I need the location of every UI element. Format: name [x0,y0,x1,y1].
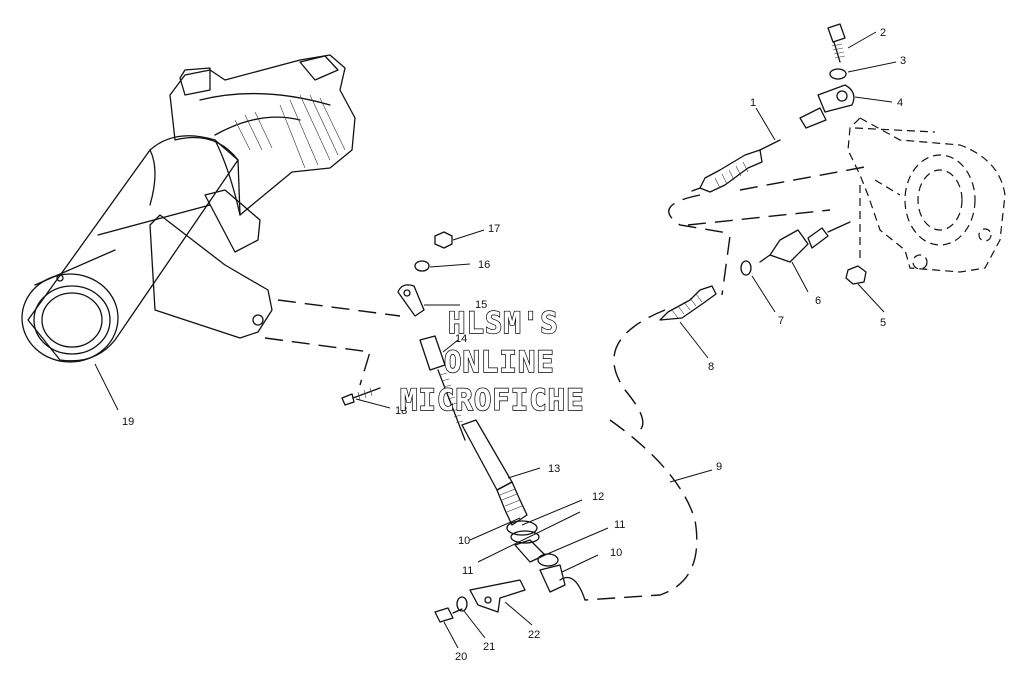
throttle-cable-upper [659,23,867,321]
watermark-line-1: HLSM'S [448,306,559,340]
callout-10-left: 10 [458,535,470,547]
callout-numbers: 1 2 3 4 5 6 7 8 9 10 10 11 11 12 13 14 1… [122,27,906,663]
callout-6: 6 [815,295,821,307]
callout-12: 12 [592,491,604,503]
steering-post-mount [847,117,1006,273]
throttle-cable-lower [341,231,586,623]
callout-22: 22 [528,629,540,641]
callout-4: 4 [897,97,903,109]
callout-7: 7 [778,315,784,327]
watermark-line-2: ONLINE [444,345,555,379]
leader-lines [94,31,897,649]
callout-21: 21 [483,641,495,653]
callout-20: 20 [455,651,467,663]
swing-arm-housing [21,54,356,363]
callout-2: 2 [880,27,886,39]
watermark: HLSM'S ONLINE MICROFICHE [399,305,585,417]
callout-18: 18 [395,405,407,417]
callout-15: 15 [475,299,487,311]
callout-9: 9 [716,461,722,473]
callout-8: 8 [708,361,714,373]
callout-16: 16 [478,259,490,271]
callout-17: 17 [488,223,500,235]
callout-1: 1 [750,97,756,109]
callout-10-right: 10 [610,547,622,559]
callout-5: 5 [880,317,886,329]
callout-3: 3 [900,55,906,67]
callout-11-left: 11 [462,565,473,577]
watermark-line-3: MICROFICHE [400,383,585,417]
callout-13: 13 [548,463,560,475]
cable-routing-lines [264,165,871,601]
callout-11-right: 11 [614,519,625,531]
callout-14: 14 [455,333,467,345]
callout-19: 19 [122,416,134,428]
